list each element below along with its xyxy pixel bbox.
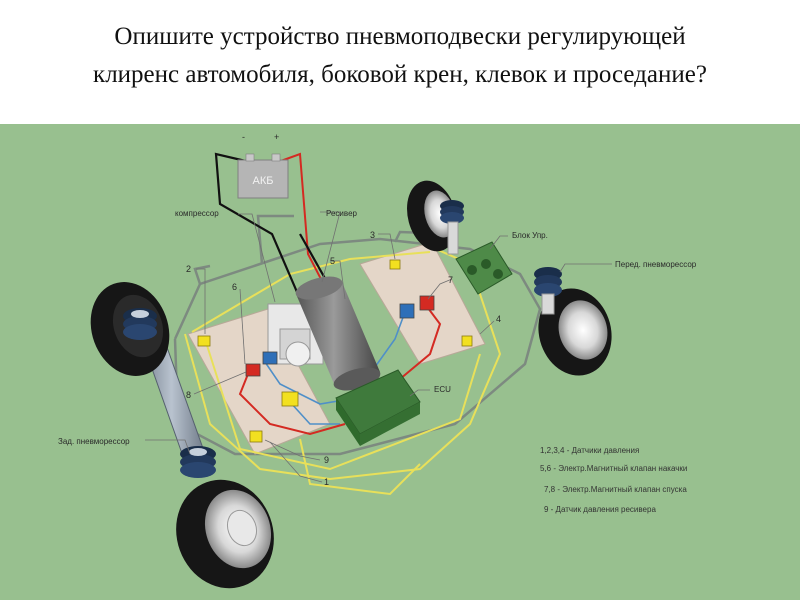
number-6: 6 [232,282,237,292]
number-7: 7 [448,275,453,285]
number-1: 1 [324,477,329,487]
front-right-air-spring [534,267,562,315]
label-compressor: компрессор [175,209,219,218]
label-ecu: ECU [434,385,451,394]
valve-red-front [419,295,435,311]
label-control-unit: Блок Упр. [512,231,548,240]
leader-lines [145,211,612,483]
valve-blue-rear [262,351,278,365]
battery-label: АКБ [253,175,274,187]
legend-item-inflate-valves: 5,6 - Электр.Магнитный клапан накачки [540,464,687,473]
number-9: 9 [324,455,329,465]
title-line-1: Опишите устройство пневмоподвески регули… [114,23,686,50]
label-rear-air-spring: Зад. пневморессор [58,437,130,446]
valve-red-rear [245,363,261,377]
sensor-4 [461,335,473,347]
control-block [455,241,513,295]
legend-item-receiver-sensor: 9 - Датчик давления ресивера [544,505,656,514]
ecu-unit [335,369,421,446]
title-line-2: клиренс автомобиля, боковой крен, клевок… [93,61,707,88]
sensor-8 [281,391,299,407]
slide-title: Опишите устройство пневмоподвески регули… [0,18,800,94]
rear-right-wheel [176,479,274,589]
valve-blue-front [399,303,415,319]
sensor-3 [389,259,401,270]
battery-minus-sign: - [242,132,245,142]
solenoid-valves [245,295,435,377]
front-right-wheel [538,288,612,376]
legend-item-deflate-valves: 7,8 - Электр.Магнитный клапан спуска [544,485,687,494]
rear-right-air-spring [180,446,216,478]
air-suspension-diagram: АКБ - + [0,124,800,600]
sensor-2 [197,335,211,347]
sensor-9 [249,430,263,443]
number-2: 2 [186,264,191,274]
pressure-sensors [197,259,473,443]
battery-plus-sign: + [274,132,279,142]
number-5: 5 [330,256,335,266]
rear-left-air-spring [123,308,157,340]
legend-item-pressure-sensors: 1,2,3,4 - Датчики давления [540,446,639,455]
label-front-air-spring: Перед. пневморессор [615,260,697,269]
number-4: 4 [496,314,501,324]
diagram-canvas: АКБ - + [58,132,697,589]
battery: АКБ - + [237,132,289,199]
front-left-air-spring [440,200,464,255]
number-8: 8 [186,390,191,400]
number-3: 3 [370,230,375,240]
legend: 1,2,3,4 - Датчики давления 5,6 - Электр.… [540,446,687,514]
label-receiver: Ресивер [326,209,358,218]
